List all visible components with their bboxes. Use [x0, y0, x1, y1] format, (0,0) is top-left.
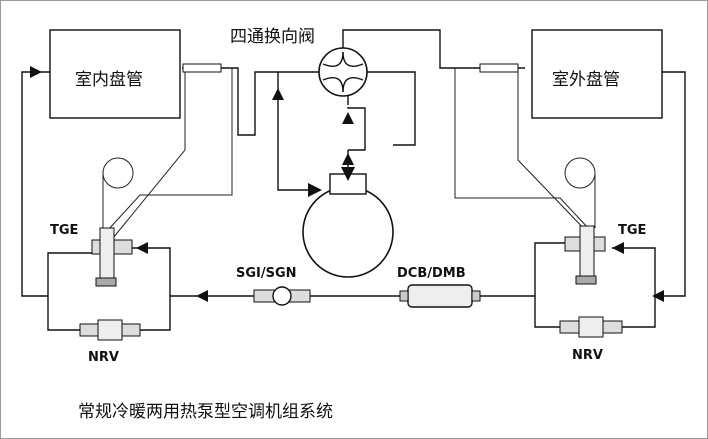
- sight-glass: [253, 286, 311, 306]
- tge-valve-left: [91, 227, 133, 287]
- tge-left-label: TGE: [50, 223, 78, 238]
- indoor-coil-label: 室内盘管: [75, 70, 143, 90]
- tge-valve-right: [564, 225, 606, 285]
- nrv-right: [559, 316, 623, 338]
- outdoor-coil-label: 室外盘管: [552, 70, 620, 90]
- nrv-left-label: NRV: [88, 350, 119, 365]
- nrv-right-label: NRV: [572, 348, 603, 363]
- diagram-caption: 常规冷暖两用热泵型空调机组系统: [78, 402, 333, 422]
- outdoor-coil-box: [531, 29, 663, 119]
- drier-label: DCB/DMB: [397, 266, 466, 281]
- filter-drier: [399, 284, 481, 308]
- indoor-coil-box: [49, 29, 181, 119]
- compressor: [302, 173, 394, 278]
- nrv-left: [79, 319, 141, 341]
- reversing-valve-label: 四通换向阀: [230, 27, 315, 47]
- sight-glass-label: SGI/SGN: [236, 266, 297, 281]
- tge-right-label: TGE: [618, 223, 646, 238]
- reversing-valve: [318, 47, 368, 97]
